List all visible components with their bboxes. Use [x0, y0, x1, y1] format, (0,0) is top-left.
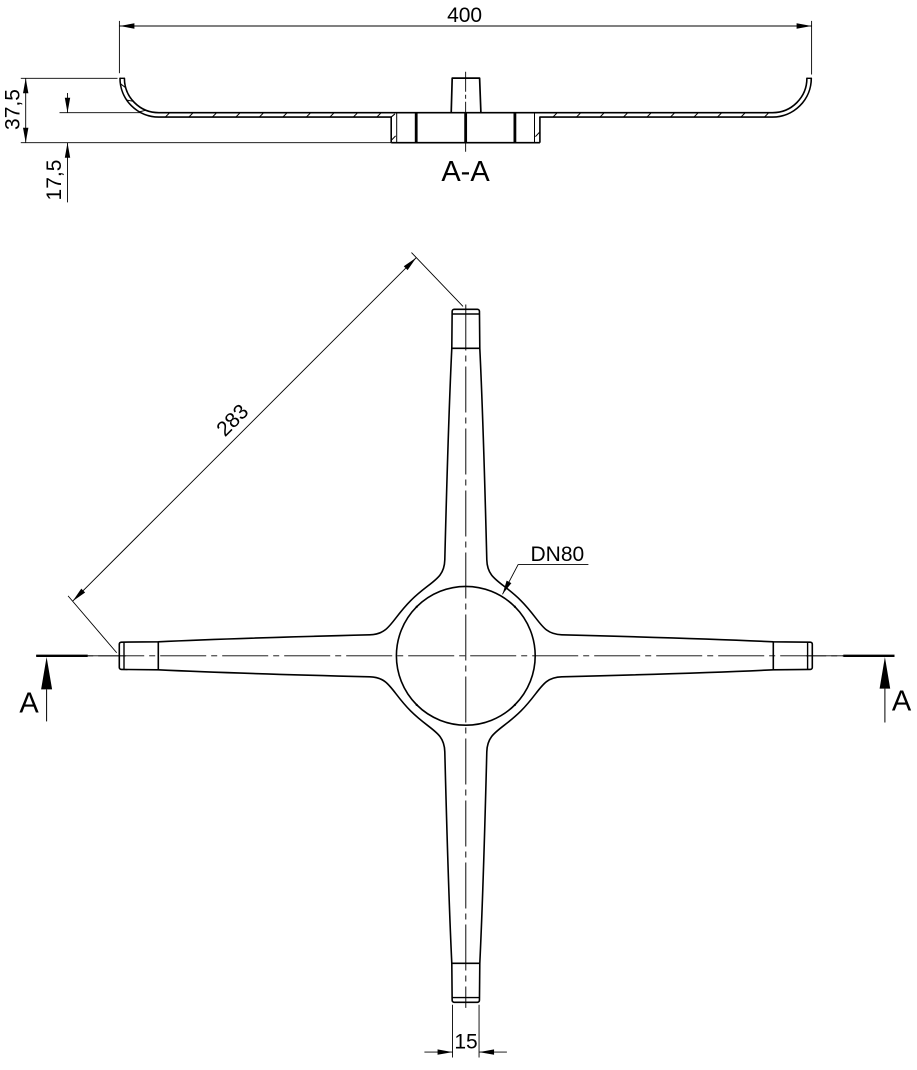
svg-text:DN80: DN80 — [531, 543, 585, 566]
svg-text:A: A — [892, 686, 912, 718]
svg-text:A: A — [19, 687, 39, 719]
svg-text:17,5: 17,5 — [43, 160, 66, 201]
svg-text:400: 400 — [447, 4, 482, 27]
svg-text:15: 15 — [454, 1030, 477, 1053]
svg-text:A-A: A-A — [441, 156, 490, 188]
svg-text:283: 283 — [212, 400, 253, 441]
svg-text:37,5: 37,5 — [2, 89, 25, 130]
